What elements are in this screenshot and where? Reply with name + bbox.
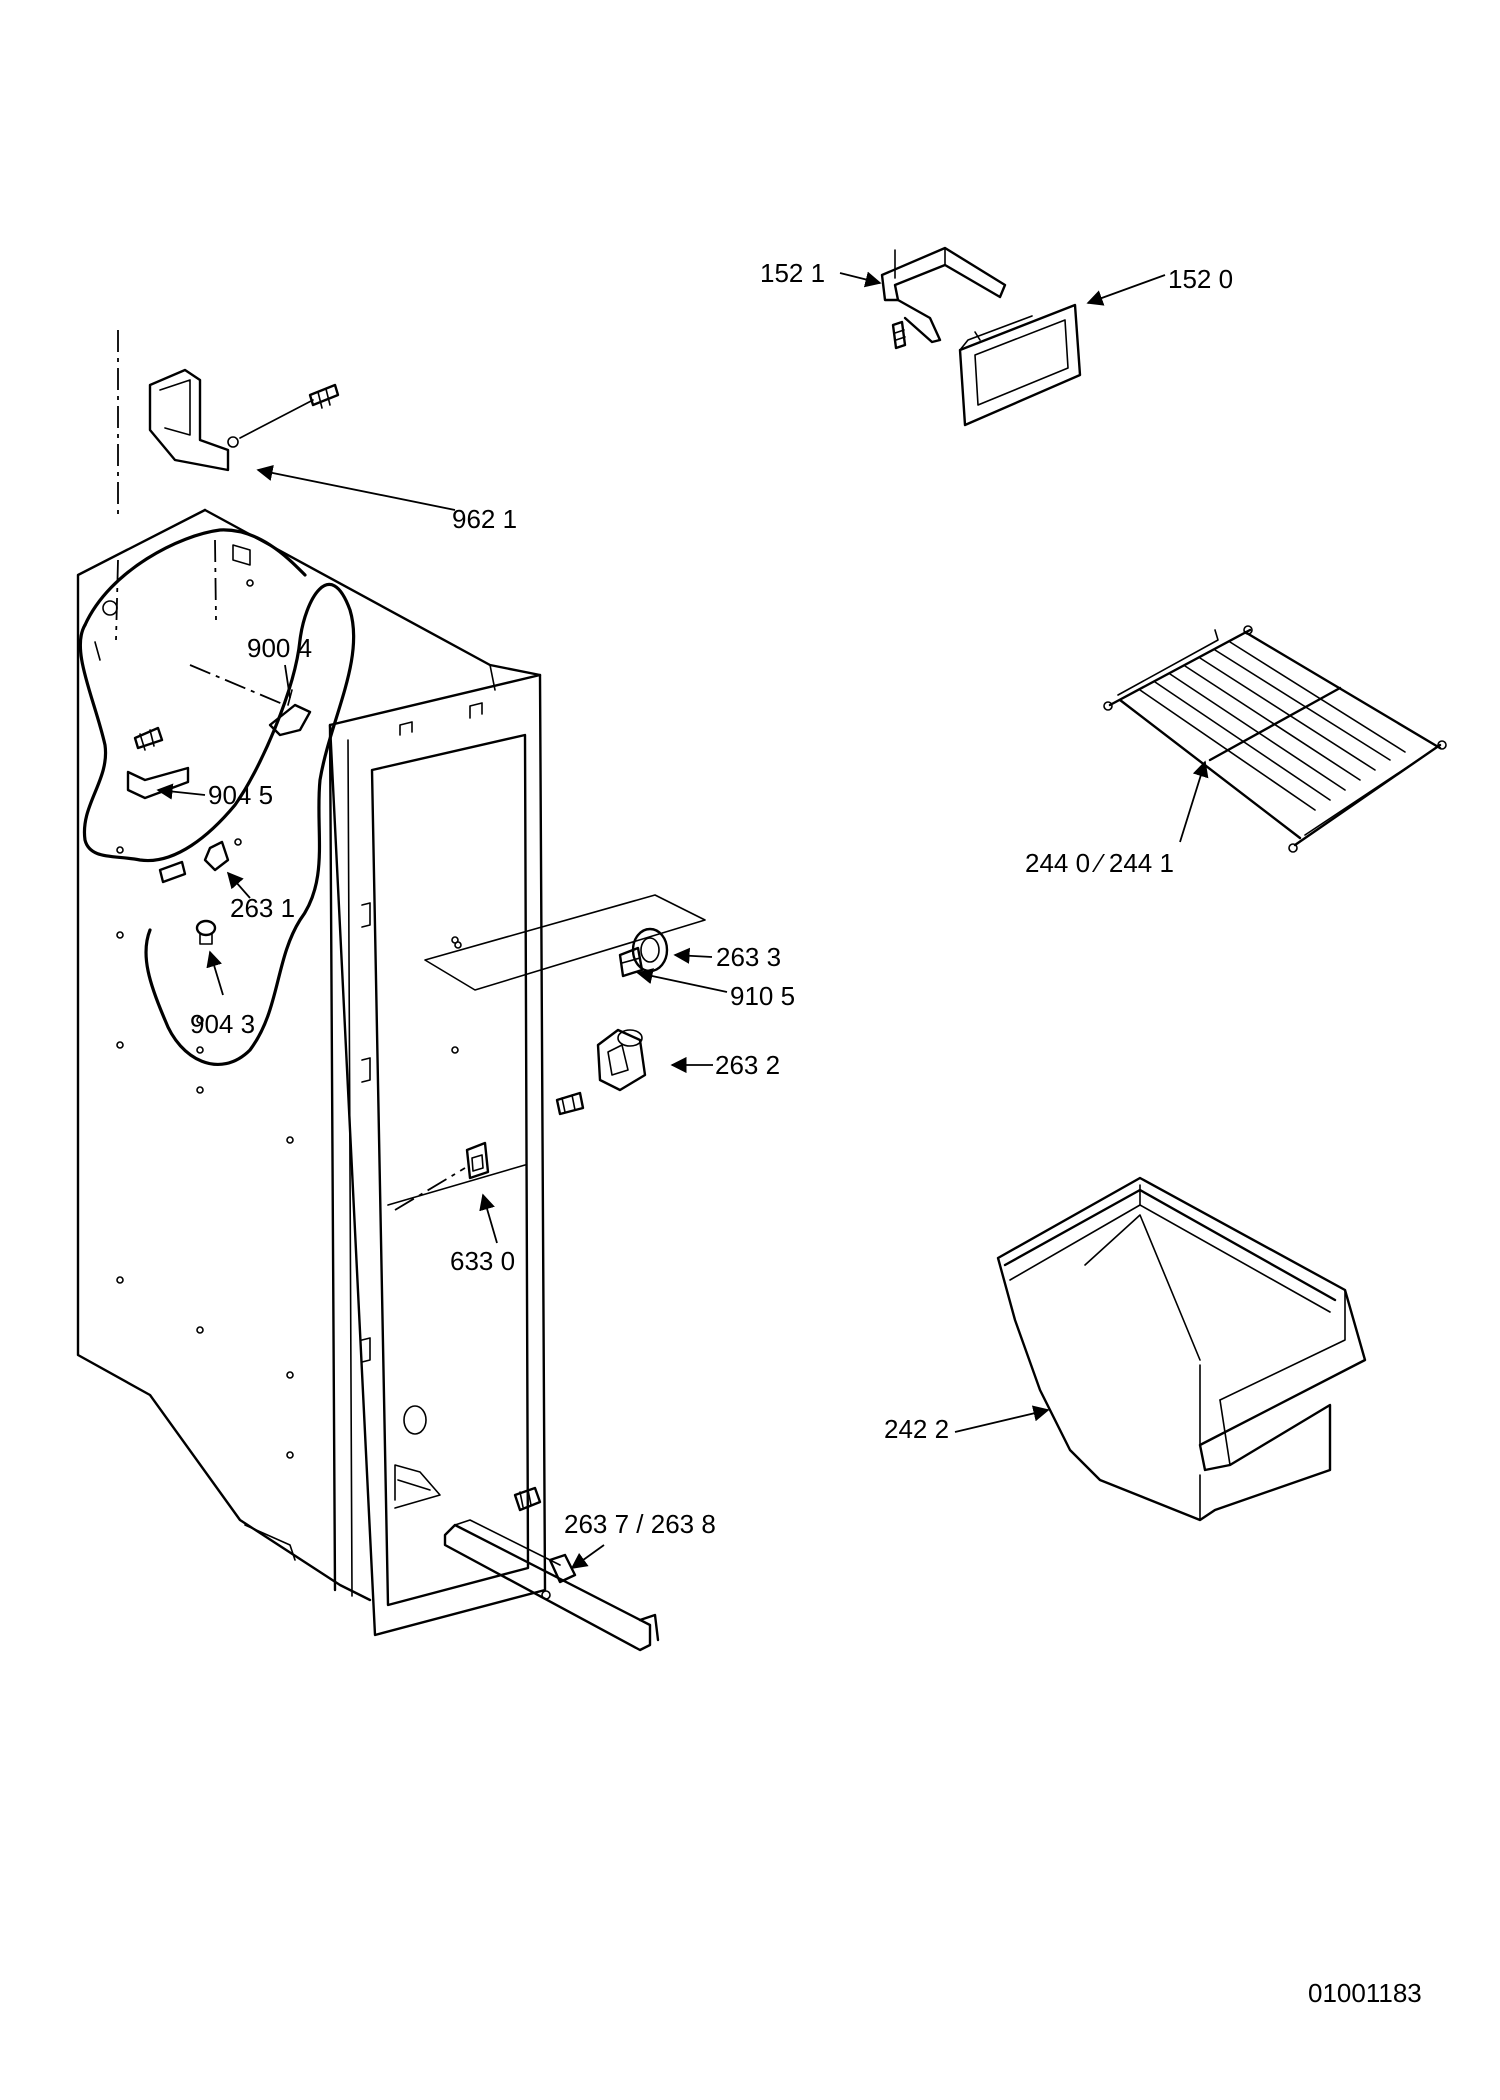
label-904-3: 904 3 [190,1009,255,1039]
label-263-3: 263 3 [716,942,781,972]
label-962-1: 962 1 [452,504,517,534]
cover-1520 [958,303,1082,427]
wire-shelf-2440 [1103,625,1447,853]
heater-wire [78,582,356,1067]
label-263-2: 263 2 [715,1050,780,1080]
label-633-0: 633 0 [450,1246,515,1276]
label-152-1: 152 1 [760,258,825,288]
storage-bin-2422 [996,1176,1367,1522]
freezer-liner [76,330,547,1637]
label-263-7-263-8: 263 7 / 263 8 [564,1509,716,1539]
clip-2631 [158,838,242,884]
bottom-hinge-2637 [443,1486,660,1652]
label-152-0: 152 0 [1168,264,1233,294]
hinge-bracket-9621 [148,368,340,472]
label-242-2: 242 2 [884,1414,949,1444]
bracket-9045 [126,726,190,800]
screw-9043 [195,919,217,945]
switch-6330 [394,1141,490,1211]
door-stop-2632 [555,1028,647,1116]
label-904-5: 904 5 [208,780,273,810]
hinge-pin-2633 [424,894,706,991]
document-number: 01001183 [1308,1978,1422,2008]
label-244-0-244-1: 244 0 ⁄ 244 1 [1025,848,1174,878]
side-wall-holes [116,579,459,1459]
shelf-wires [1139,641,1406,811]
label-900-4: 900 4 [247,633,312,663]
label-263-1: 263 1 [230,893,295,923]
bracket-1521 [880,246,1007,350]
label-910-5: 910 5 [730,981,795,1011]
